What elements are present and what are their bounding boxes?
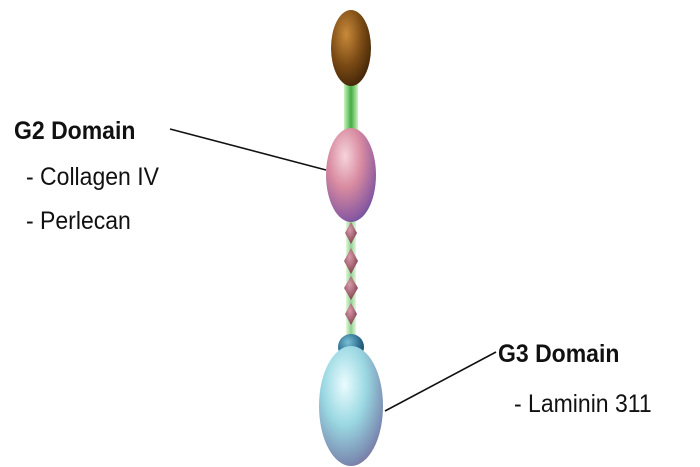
g2-ligand-collagen: - Collagen IV	[26, 163, 159, 192]
g2-domain	[326, 128, 376, 222]
g3-domain	[319, 346, 383, 466]
top-domain	[331, 10, 371, 86]
g2-domain-label: G2 Domain	[14, 117, 135, 146]
g3-ligand-laminin: - Laminin 311	[514, 390, 652, 419]
g3-leader-line	[385, 352, 496, 411]
green-linker-upper	[344, 82, 358, 132]
g2-leader-line	[170, 129, 326, 170]
g2-ligand-perlecan: - Perlecan	[26, 207, 131, 236]
g3-domain-label: G3 Domain	[498, 340, 619, 369]
